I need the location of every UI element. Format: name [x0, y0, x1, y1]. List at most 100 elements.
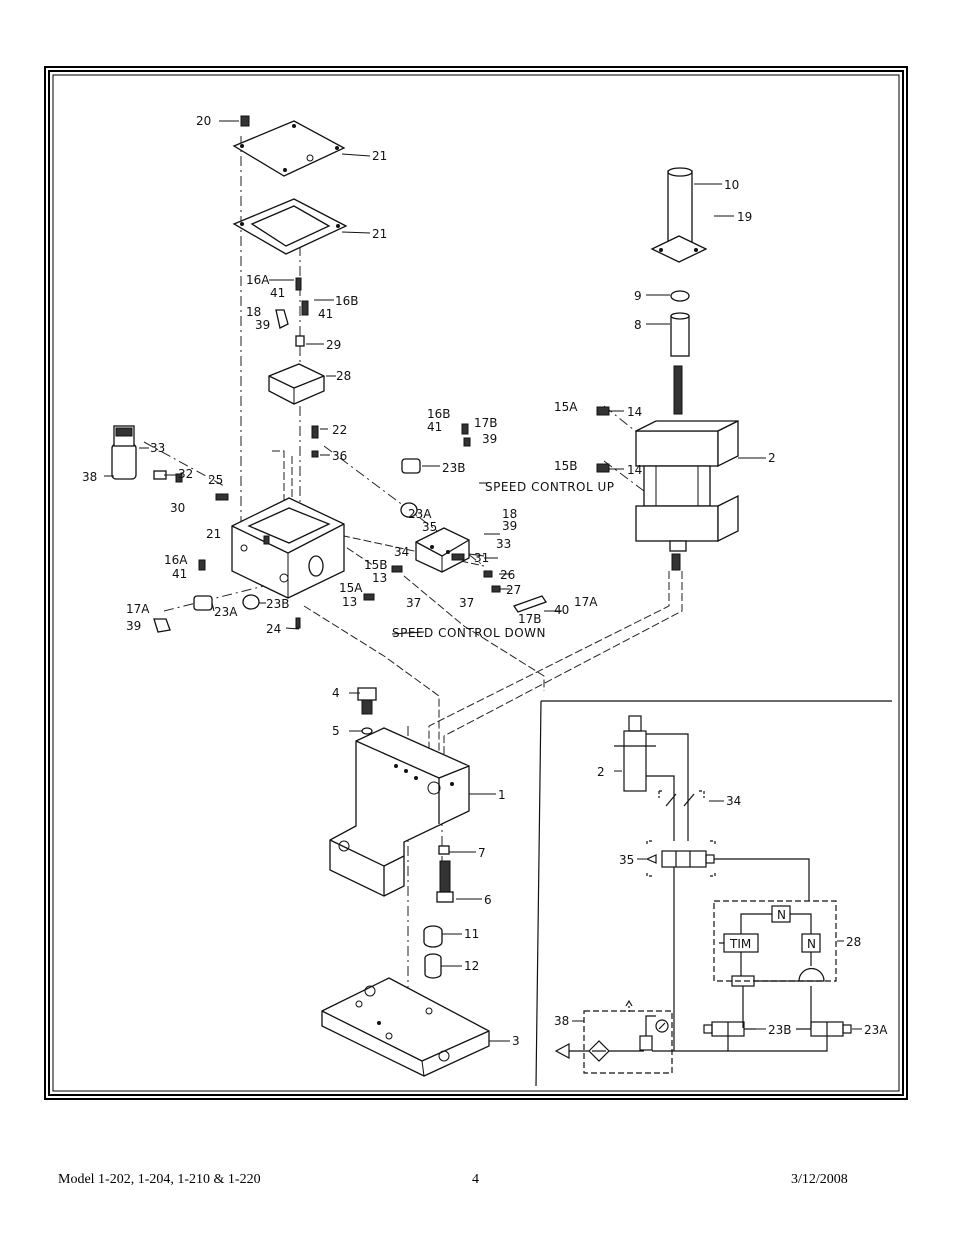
- callout-17a: 17A: [126, 602, 150, 616]
- callout-13: 13: [342, 595, 357, 609]
- callout-21: 21: [372, 227, 387, 241]
- callout-16a: 16A: [246, 273, 270, 287]
- callout-14: 14: [627, 463, 642, 477]
- callout-22: 22: [332, 423, 347, 437]
- callout-39: 39: [482, 432, 497, 446]
- callout-39: 39: [502, 519, 517, 533]
- callout-7: 7: [478, 846, 486, 860]
- callout-17b: 17B: [474, 416, 498, 430]
- callout-15a: 15A: [339, 581, 363, 595]
- regulator-38: [111, 425, 229, 501]
- callout-13: 13: [372, 571, 387, 585]
- callout-25: 25: [208, 473, 223, 487]
- exploded-parts-diagram: 20 21 21 10 19 16A 41 16B 18 39 41 29 28…: [44, 66, 908, 1100]
- callout-15a: 15A: [554, 400, 578, 414]
- callout-26: 26: [500, 568, 515, 582]
- cylinder-rod: [596, 167, 739, 571]
- callout-35: 35: [422, 520, 437, 534]
- footer-model: Model 1-202, 1-204, 1-210 & 1-220: [58, 1172, 261, 1187]
- callout-24: 24: [266, 622, 281, 636]
- speed-control-up-label: SPEED CONTROL UP: [485, 480, 615, 494]
- schematic-callout-2: 2: [597, 765, 605, 779]
- cover-gasket: [232, 198, 348, 255]
- logic-not-gate: N: [777, 908, 786, 922]
- schematic-callout-34: 34: [726, 794, 741, 808]
- callout-3: 3: [512, 1034, 520, 1048]
- leader-lines: [104, 120, 766, 1042]
- callout-23b: 23B: [266, 597, 290, 611]
- callout-33: 33: [150, 441, 165, 455]
- callout-33: 33: [496, 537, 511, 551]
- callout-18: 18: [246, 305, 261, 319]
- callout-30: 30: [170, 501, 185, 515]
- page-footer: Model 1-202, 1-204, 1-210 & 1-220 4 3/12…: [58, 1172, 858, 1192]
- fittings-top: [275, 277, 309, 347]
- schematic-callout-38: 38: [554, 1014, 569, 1028]
- callout-16b: 16B: [335, 294, 359, 308]
- callout-18: 18: [502, 507, 517, 521]
- air-hoses: [272, 450, 683, 766]
- callout-17b: 17B: [518, 612, 542, 626]
- speed-control-down-label: SPEED CONTROL DOWN: [392, 626, 546, 640]
- callout-23a: 23A: [408, 507, 432, 521]
- schematic-callout-23a: 23A: [864, 1023, 888, 1037]
- callout-40: 40: [554, 603, 569, 617]
- callout-16a: 16A: [164, 553, 188, 567]
- logic-timer: TIM: [729, 937, 751, 951]
- pneumatic-schematic: 2 34 35 N TIM N: [535, 700, 892, 1087]
- logic-not-gate: N: [807, 937, 816, 951]
- schematic-callout-28: 28: [846, 935, 861, 949]
- callout-20: 20: [196, 114, 211, 128]
- callout-32: 32: [178, 467, 193, 481]
- schematic-callout-23b: 23B: [768, 1023, 792, 1037]
- box-fittings: [153, 423, 471, 633]
- footer-page-number: 4: [472, 1172, 479, 1187]
- callout-31: 31: [474, 551, 489, 565]
- callout-21: 21: [372, 149, 387, 163]
- callout-12: 12: [464, 959, 479, 973]
- callout-10: 10: [724, 178, 739, 192]
- base-plate-3: [321, 977, 490, 1077]
- callout-36: 36: [332, 449, 347, 463]
- callout-17a: 17A: [574, 595, 598, 609]
- cover-plate: [232, 115, 346, 177]
- callout-15b: 15B: [554, 459, 578, 473]
- callout-27: 27: [506, 583, 521, 597]
- callout-15b: 15B: [364, 558, 388, 572]
- frame-1: [329, 727, 470, 897]
- callout-14: 14: [627, 405, 642, 419]
- bolt-6: [436, 845, 454, 903]
- speed-control-block: [363, 527, 548, 613]
- callout-41: 41: [172, 567, 187, 581]
- callout-23a: 23A: [214, 605, 238, 619]
- callout-labels: 20 21 21 10 19 16A 41 16B 18 39 41 29 28…: [82, 114, 776, 1048]
- valve-28: [268, 363, 325, 405]
- callout-5: 5: [332, 724, 340, 738]
- footer-date: 3/12/2008: [791, 1172, 848, 1187]
- bolt-4: [357, 687, 377, 735]
- spacer-11-12: [423, 925, 443, 979]
- callout-1: 1: [498, 788, 506, 802]
- callout-29: 29: [326, 338, 341, 352]
- callout-37: 37: [459, 596, 474, 610]
- callout-8: 8: [634, 318, 642, 332]
- callout-28: 28: [336, 369, 351, 383]
- callout-39: 39: [126, 619, 141, 633]
- callout-34: 34: [394, 545, 409, 559]
- callout-38: 38: [82, 470, 97, 484]
- callout-39: 39: [255, 318, 270, 332]
- callout-41: 41: [318, 307, 333, 321]
- control-box-21: [231, 497, 345, 599]
- callout-41: 41: [270, 286, 285, 300]
- callout-23b: 23B: [442, 461, 466, 475]
- callout-37: 37: [406, 596, 421, 610]
- schematic-callout-35: 35: [619, 853, 634, 867]
- callout-2: 2: [768, 451, 776, 465]
- callout-11: 11: [464, 927, 479, 941]
- callout-6: 6: [484, 893, 492, 907]
- callout-21: 21: [206, 527, 221, 541]
- callout-9: 9: [634, 289, 642, 303]
- callout-41: 41: [427, 420, 442, 434]
- callout-16b: 16B: [427, 407, 451, 421]
- callout-4: 4: [332, 686, 340, 700]
